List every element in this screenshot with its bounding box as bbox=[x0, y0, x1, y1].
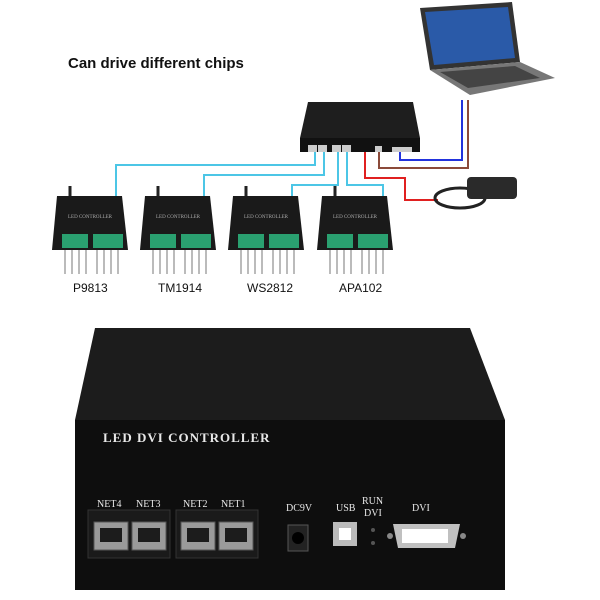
net-cables bbox=[115, 152, 384, 196]
device-title: LED DVI CONTROLLER bbox=[103, 430, 271, 445]
chip-label-apa102: APA102 bbox=[339, 281, 383, 295]
dc9v-label: DC9V bbox=[286, 503, 313, 514]
sub-controller-4: LED CONTROLLER bbox=[317, 186, 393, 274]
chip-label-ws2812: WS2812 bbox=[247, 281, 294, 295]
power-adapter-icon bbox=[433, 177, 517, 210]
dvi-led-label: DVI bbox=[364, 508, 382, 519]
laptop-icon bbox=[420, 2, 555, 95]
chip-label-tm1914: TM1914 bbox=[158, 281, 203, 295]
main-controller-photo bbox=[75, 328, 505, 590]
net1-label: NET1 bbox=[221, 499, 246, 510]
dvi-cable bbox=[399, 100, 463, 161]
sub-controller-label: LED CONTROLLER bbox=[156, 215, 201, 220]
sub-controller-3: LED CONTROLLER bbox=[228, 186, 304, 274]
net4-label: NET4 bbox=[97, 499, 122, 510]
net3-label: NET3 bbox=[136, 499, 161, 510]
sub-controller-label: LED CONTROLLER bbox=[68, 215, 113, 220]
diagram-title: Can drive different chips bbox=[68, 55, 244, 72]
sub-controller-label: LED CONTROLLER bbox=[244, 215, 289, 220]
power-cable bbox=[364, 152, 438, 201]
usb-label: USB bbox=[336, 503, 356, 514]
run-label: RUN bbox=[362, 496, 384, 507]
sub-controller-1: LED CONTROLLER bbox=[52, 186, 128, 274]
chip-label-p9813: P9813 bbox=[73, 281, 108, 295]
usb-cable bbox=[378, 100, 469, 169]
main-controller-small bbox=[300, 102, 420, 152]
sub-controller-2: LED CONTROLLER bbox=[140, 186, 216, 274]
sub-controller-label: LED CONTROLLER bbox=[333, 215, 378, 220]
dvi-label: DVI bbox=[412, 503, 430, 514]
net2-label: NET2 bbox=[183, 499, 208, 510]
